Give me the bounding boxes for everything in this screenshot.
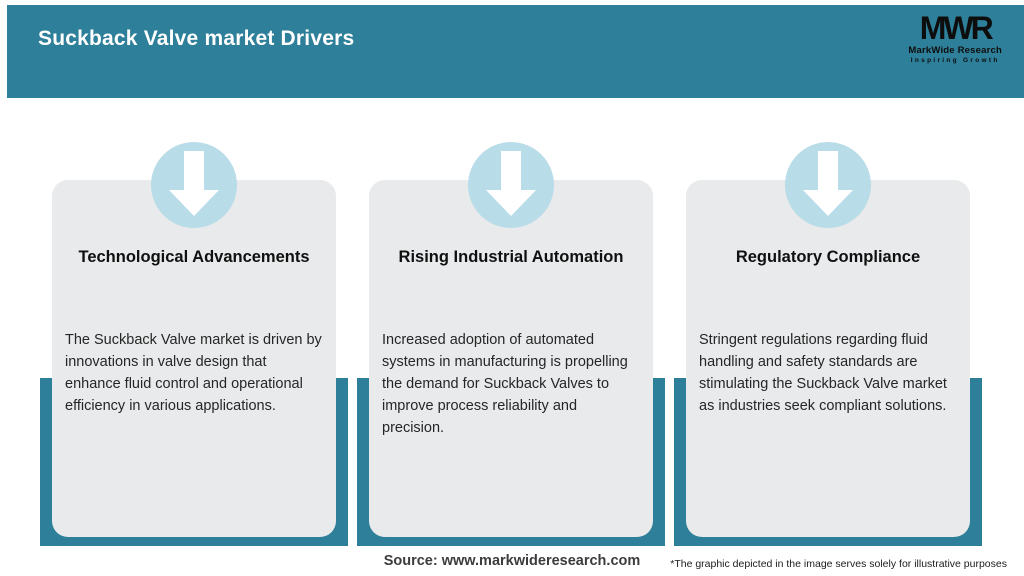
driver-card-technological-advancements: Technological Advancements The Suckback … (52, 180, 336, 537)
down-arrow-icon (785, 142, 871, 228)
card-title: Technological Advancements (78, 248, 310, 266)
card-title: Rising Industrial Automation (398, 248, 624, 266)
page-title: Suckback Valve market Drivers (38, 27, 355, 50)
logo-tagline: Inspiring Growth (910, 56, 1000, 64)
source-text: Source: www.markwideresearch.com (383, 553, 641, 569)
card-body-text: The Suckback Valve market is driven by i… (65, 332, 322, 414)
markwide-research-logo: MWR MarkWide Research Inspiring Growth (908, 12, 1002, 64)
down-arrow-icon (468, 142, 554, 228)
card-body-text: Stringent regulations regarding fluid ha… (699, 332, 947, 414)
logo-monogram: MWR (919, 10, 994, 46)
driver-card-rising-industrial-automation: Rising Industrial Automation Increased a… (369, 180, 653, 537)
disclaimer-text: *The graphic depicted in the image serve… (670, 558, 1007, 570)
card-title: Regulatory Compliance (735, 248, 921, 266)
header-bar: Suckback Valve market Drivers MWR MarkWi… (7, 5, 1024, 98)
card-body-text: Increased adoption of automated systems … (382, 332, 628, 436)
logo-name: MarkWide Research (908, 45, 1002, 56)
driver-card-regulatory-compliance: Regulatory Compliance Stringent regulati… (686, 180, 970, 537)
down-arrow-icon (151, 142, 237, 228)
